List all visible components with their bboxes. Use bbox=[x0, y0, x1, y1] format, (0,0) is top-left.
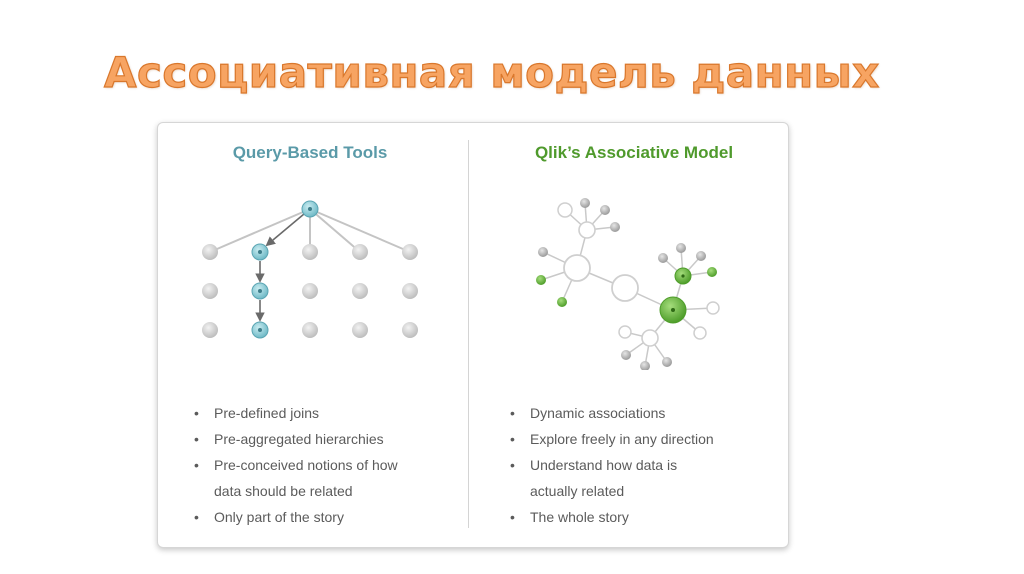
bullet-item: • Pre-aggregated hierarchies bbox=[192, 426, 452, 452]
associative-network-diagram bbox=[536, 198, 720, 370]
bullet-glyph: • bbox=[194, 431, 199, 447]
tree-nodes bbox=[202, 200, 418, 339]
bullet-glyph: • bbox=[510, 457, 515, 473]
bullet-glyph: • bbox=[510, 431, 515, 447]
query-tree-diagram bbox=[202, 200, 418, 339]
query-based-bullet-list: • Pre-defined joins • Pre-aggregated hie… bbox=[192, 400, 452, 530]
bullet-item: • The whole story bbox=[508, 504, 768, 530]
bullet-glyph: • bbox=[510, 509, 515, 525]
bullet-glyph: • bbox=[194, 405, 199, 421]
query-based-heading: Query-Based Tools bbox=[232, 143, 388, 162]
bullet-item: • Explore freely in any direction bbox=[508, 426, 768, 452]
qlik-associative-heading: Qlik’s Associative Model bbox=[534, 143, 734, 162]
qlik-associative-bullet-list: • Dynamic associations • Explore freely … bbox=[508, 400, 768, 530]
slide-title: Ассоциативная модель данных bbox=[103, 47, 880, 97]
bullet-text: Explore freely in any direction bbox=[530, 431, 714, 447]
network-nodes bbox=[536, 198, 720, 370]
bullet-item: • Pre-defined joins bbox=[192, 400, 452, 426]
bullet-item: • Dynamic associations bbox=[508, 400, 768, 426]
bullet-text: Dynamic associations bbox=[530, 405, 666, 421]
column-divider bbox=[468, 140, 469, 528]
bullet-item: • Only part of the story bbox=[192, 504, 452, 530]
bullet-text: Pre-aggregated hierarchies bbox=[214, 431, 384, 447]
bullet-glyph: • bbox=[194, 457, 199, 473]
bullet-text: Only part of the story bbox=[214, 509, 344, 525]
bullet-glyph: • bbox=[194, 509, 199, 525]
bullet-text: The whole story bbox=[530, 509, 629, 525]
bullet-glyph: • bbox=[510, 405, 515, 421]
bullet-text: Pre-defined joins bbox=[214, 405, 320, 421]
tree-highlight-path bbox=[255, 213, 305, 322]
